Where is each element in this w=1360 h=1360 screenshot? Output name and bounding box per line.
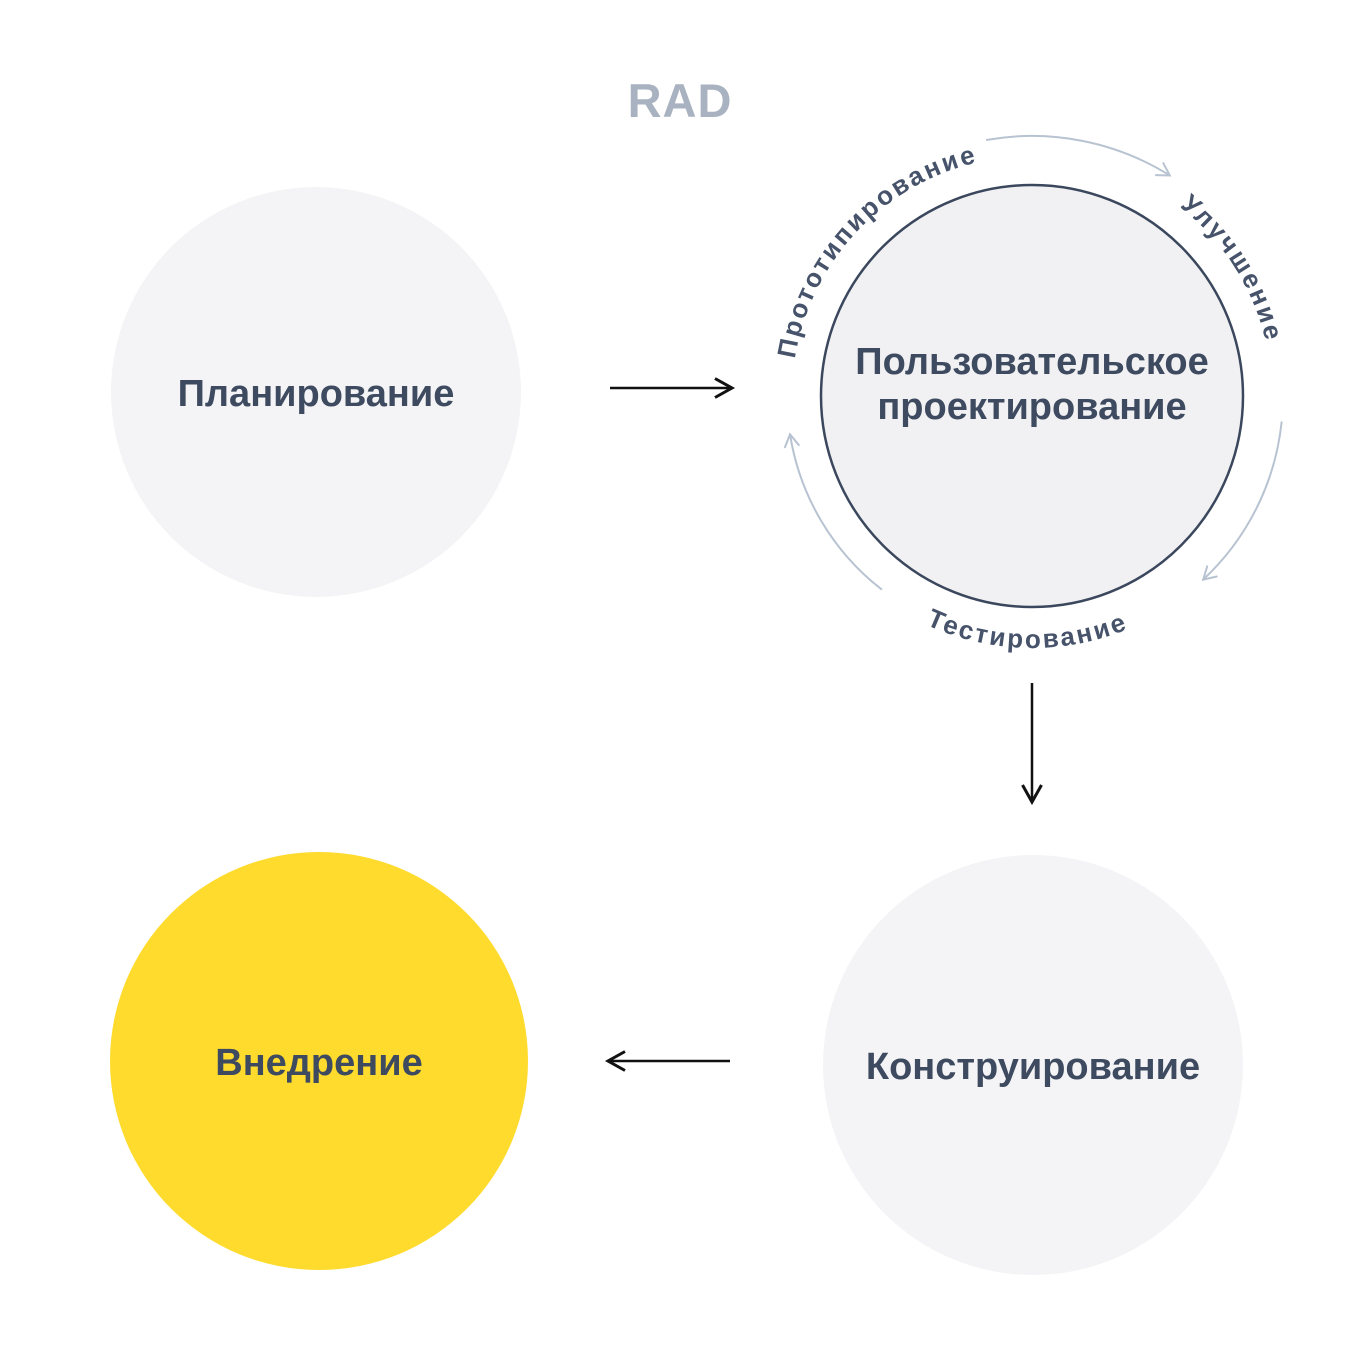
implementation-node bbox=[110, 852, 528, 1270]
planning-label: Планирование bbox=[178, 373, 455, 415]
testing-arc-label: Тестирование bbox=[923, 603, 1132, 655]
user-design-label-line2: проектирование bbox=[877, 386, 1186, 428]
construction-label: Конструирование bbox=[866, 1046, 1200, 1088]
testing-arc-label-text: Тестирование bbox=[923, 603, 1129, 655]
implementation-label: Внедрение bbox=[215, 1042, 422, 1084]
cycle-arrow-right bbox=[1201, 421, 1283, 581]
cycle-arrow-left bbox=[783, 432, 883, 591]
cycle-arrow-top bbox=[985, 135, 1172, 177]
diagram-title: RAD bbox=[628, 74, 733, 127]
construction-node bbox=[823, 855, 1243, 1275]
user-design-label-line1: Пользовательское bbox=[855, 341, 1208, 383]
user-design-node bbox=[819, 183, 1245, 609]
planning-node bbox=[111, 187, 521, 597]
